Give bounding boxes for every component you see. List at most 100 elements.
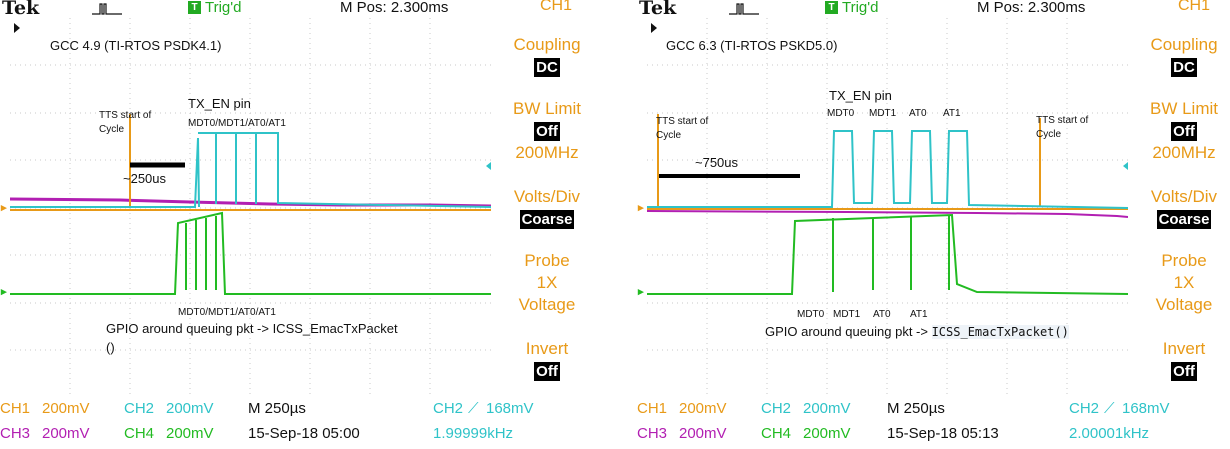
invert-value: Off: [1171, 362, 1197, 381]
side-menu: Coupling DC BW Limit Off 200MHz Volts/Di…: [1134, 18, 1230, 398]
trigger-edge-icon: [92, 3, 122, 15]
mdt-bottom-label: AT1: [910, 309, 928, 320]
ch1-scale: 200mV: [679, 400, 727, 417]
trigger-channel: CH2: [433, 400, 464, 417]
trigger-status: Trig'd: [842, 0, 879, 16]
ch2-label: CH2: [761, 400, 792, 417]
invert-label: Invert: [1162, 339, 1206, 358]
invert-menu[interactable]: Invert Off: [1134, 338, 1230, 382]
bw-limit-label: BW Limit: [1150, 99, 1218, 118]
mdt-top-label: AT1: [943, 108, 961, 119]
volts-div-value: Coarse: [1156, 210, 1212, 229]
trigger-level-icon: [486, 162, 491, 170]
trigger-position-icon: [14, 23, 20, 33]
menu-title: CH1: [1177, 0, 1210, 14]
status-bar: Tek T Trig'd M Pos: 2.300ms CH1: [637, 0, 1230, 19]
timebase: M 250µs: [887, 400, 945, 417]
ch4-marker-icon: ▸: [1, 286, 7, 298]
ch2-pulses: [215, 133, 257, 204]
datetime: 15-Sep-18 05:00: [248, 425, 360, 442]
ch1-marker-icon: ▸: [1, 202, 7, 214]
trigger-position-icon: [651, 23, 657, 33]
tts-label-2: Cycle: [99, 124, 125, 135]
probe-value: 1X: [1173, 273, 1195, 292]
caption: GCC 4.9 (TI-RTOS PSDK4.1): [50, 38, 222, 53]
tts-right-label-2: Cycle: [1036, 129, 1062, 140]
coupling-label: Coupling: [513, 35, 581, 54]
trigger-frequency: 1.99999kHz: [433, 425, 514, 442]
mdt-top-label: MDT1: [869, 108, 897, 119]
probe-label: Probe: [1161, 251, 1207, 270]
tts-label-1: TTS start of: [99, 110, 152, 121]
mdt-top-label: MDT0: [827, 108, 855, 119]
rising-edge-icon: ⟋: [1104, 400, 1115, 417]
scope-right: Tek T Trig'd M Pos: 2.300ms CH1: [637, 0, 1230, 449]
invert-value: Off: [534, 362, 560, 381]
mdt-bottom-label: MDT0/MDT1/AT0/AT1: [178, 307, 276, 318]
trigger-status: Trig'd: [205, 0, 242, 16]
ch3-scale: 200mV: [42, 425, 90, 442]
ch4-pulses: [185, 216, 217, 290]
probe-menu[interactable]: Probe 1X Voltage: [1134, 250, 1230, 316]
ch4-label: CH4: [761, 425, 792, 442]
ch4-trace: [647, 213, 1128, 295]
volts-div-menu[interactable]: Volts/Div Coarse: [1134, 186, 1230, 230]
volts-div-value: Coarse: [519, 210, 575, 229]
gpio-label-2: (): [106, 340, 115, 355]
volts-div-menu[interactable]: Volts/Div Coarse: [497, 186, 592, 230]
ch4-scale: 200mV: [166, 425, 214, 442]
coupling-menu[interactable]: Coupling DC: [497, 34, 592, 78]
trigger-status-icon: T: [188, 1, 201, 14]
bw-limit-menu[interactable]: BW Limit Off 200MHz: [497, 98, 592, 164]
ch3-label: CH3: [0, 425, 31, 442]
duration-label: ~250us: [123, 171, 167, 186]
readout-bar: CH1 200mV CH2 200mV M 250µs CH2 ⟋ 168mV …: [637, 399, 1230, 449]
menu-title: CH1: [539, 0, 572, 14]
volts-div-label: Volts/Div: [1150, 187, 1218, 206]
coupling-menu[interactable]: Coupling DC: [1134, 34, 1230, 78]
ch1-label: CH1: [0, 400, 31, 417]
m-position: M Pos: 2.300ms: [340, 0, 449, 16]
coupling-value: DC: [1171, 58, 1197, 77]
invert-label: Invert: [525, 339, 569, 358]
mdt-bottom-label: MDT0: [797, 309, 825, 320]
ch3-label: CH3: [637, 425, 668, 442]
probe-menu[interactable]: Probe 1X Voltage: [497, 250, 592, 316]
tx-en-label: TX_EN pin: [188, 96, 251, 111]
bw-limit-menu[interactable]: BW Limit Off 200MHz: [1134, 98, 1230, 164]
volts-div-label: Volts/Div: [513, 187, 581, 206]
ch2-scale: 200mV: [803, 400, 851, 417]
ch4-pulses: [832, 216, 950, 292]
brand-logo: Tek: [639, 0, 677, 19]
trigger-level-icon: [1123, 162, 1128, 170]
ch2-scale: 200mV: [166, 400, 214, 417]
probe-type: Voltage: [1155, 295, 1213, 314]
ch4-marker-icon: ▸: [638, 286, 644, 298]
probe-type: Voltage: [518, 295, 576, 314]
gpio-label-1: GPIO around queuing pkt -> ICSS_EmacTxPa…: [106, 321, 398, 336]
ch3-trace: [647, 210, 1128, 218]
bw-freq: 200MHz: [1152, 143, 1216, 162]
waveform-graticule: [10, 18, 491, 398]
mdt-bottom-label: MDT1: [833, 309, 861, 320]
mdt-top-label: AT0: [909, 108, 927, 119]
ch3-scale: 200mV: [679, 425, 727, 442]
gpio-label: GPIO around queuing pkt -> ICSS_EmacTxPa…: [765, 324, 1069, 339]
coupling-value: DC: [534, 58, 560, 77]
ch1-marker-icon: ▸: [638, 202, 644, 214]
probe-value: 1X: [536, 273, 558, 292]
ch2-label: CH2: [124, 400, 155, 417]
invert-menu[interactable]: Invert Off: [497, 338, 592, 382]
scope-left: Tek T Trig'd M Pos: 2.300ms CH1: [0, 0, 592, 449]
trigger-edge-icon: [729, 3, 759, 15]
tts-left-label-2: Cycle: [656, 130, 682, 141]
trigger-frequency: 2.00001kHz: [1069, 425, 1150, 442]
mdt-bottom-label: AT0: [873, 309, 891, 320]
readout-bar: CH1 200mV CH2 200mV M 250µs CH2 ⟋ 168mV …: [0, 399, 592, 449]
bw-limit-value: Off: [1171, 122, 1197, 141]
tx-en-label: TX_EN pin: [829, 88, 892, 103]
bw-freq: 200MHz: [515, 143, 579, 162]
brand-logo: Tek: [2, 0, 40, 19]
trigger-level: 168mV: [486, 400, 534, 417]
coupling-label: Coupling: [1150, 35, 1218, 54]
